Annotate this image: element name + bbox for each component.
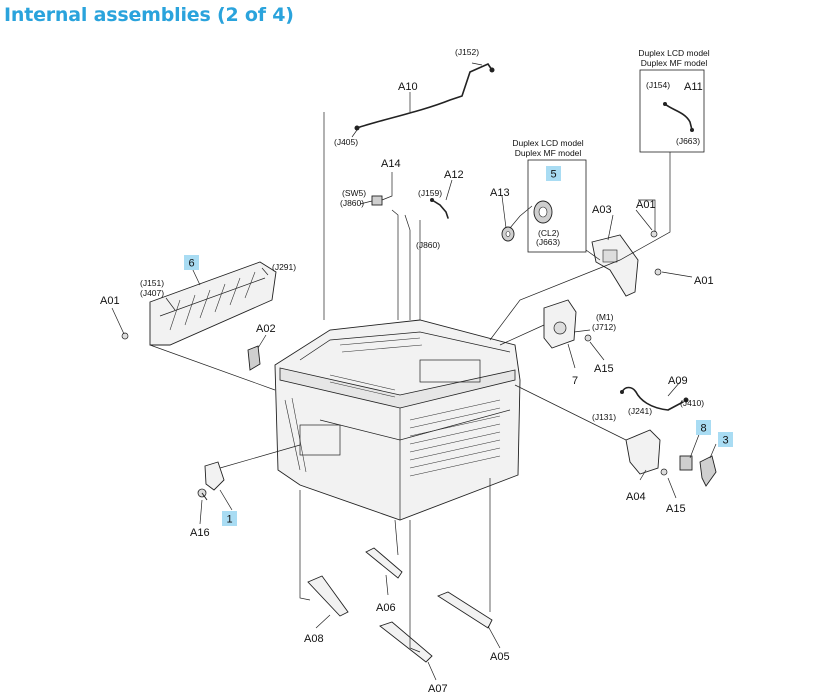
- page-title: Internal assemblies (2 of 4): [4, 4, 294, 26]
- callout-5: 5: [546, 166, 561, 181]
- part-5-clutch: [533, 200, 553, 224]
- svg-text:(J407): (J407): [140, 288, 164, 298]
- svg-text:(J152): (J152): [455, 47, 479, 57]
- label-a02: A02: [256, 323, 276, 335]
- callout-6: 6: [184, 255, 199, 270]
- part-a04-bracket: [625, 429, 661, 475]
- label-a07: A07: [428, 683, 448, 695]
- part-a05-guide: [437, 591, 493, 629]
- main-chassis: [274, 319, 521, 521]
- label-a13: A13: [490, 187, 510, 199]
- label-a11: A11: [684, 81, 703, 93]
- part-a06-rail: [365, 547, 403, 579]
- part-3-lever: [699, 455, 717, 487]
- svg-text:Duplex MF model: Duplex MF model: [515, 148, 582, 158]
- label-a15-motor: A15: [594, 363, 614, 375]
- part-a11-cable: [663, 102, 694, 132]
- svg-text:6: 6: [188, 258, 194, 270]
- part-a08-guide: [307, 575, 349, 617]
- part-a12-cable: [430, 198, 449, 219]
- svg-text:(J663): (J663): [536, 237, 560, 247]
- label-a15-bracket: A15: [666, 503, 686, 515]
- part-a03-bracket: [591, 234, 639, 297]
- svg-text:1: 1: [226, 514, 232, 526]
- svg-text:(J860): (J860): [340, 198, 364, 208]
- svg-text:Duplex MF model: Duplex MF model: [641, 58, 708, 68]
- svg-text:Duplex LCD model: Duplex LCD model: [512, 138, 583, 148]
- part-a07-guide: [379, 621, 433, 663]
- label-a08: A08: [304, 633, 324, 645]
- svg-text:(J712): (J712): [592, 322, 616, 332]
- svg-text:5: 5: [550, 169, 556, 181]
- label-7: 7: [572, 375, 578, 387]
- label-a01-left: A01: [100, 295, 120, 307]
- callout-3: 3: [718, 432, 733, 447]
- svg-text:(J405): (J405): [334, 137, 358, 147]
- part-a09-cable: [620, 386, 689, 411]
- part-labels: A10 A11 A12 A13 A14 A15 A15 A16 A01 A01 …: [100, 81, 714, 695]
- svg-text:(CL2): (CL2): [538, 228, 559, 238]
- label-a06: A06: [376, 602, 396, 614]
- svg-text:(J241): (J241): [628, 406, 652, 416]
- part-8-sensor: [679, 455, 693, 471]
- svg-text:(M1): (M1): [596, 312, 614, 322]
- svg-text:(J154): (J154): [646, 80, 670, 90]
- callout-1: 1: [222, 511, 237, 526]
- part-a13-gear: [501, 226, 515, 242]
- svg-text:(J410): (J410): [680, 398, 704, 408]
- svg-text:(J131): (J131): [592, 412, 616, 422]
- label-a03: A03: [592, 204, 612, 216]
- label-a09: A09: [668, 375, 688, 387]
- svg-text:3: 3: [722, 435, 728, 447]
- svg-text:(J159): (J159): [418, 188, 442, 198]
- label-a01-top: A01: [636, 199, 656, 211]
- svg-text:(J860): (J860): [416, 240, 440, 250]
- part-a16-screw: [197, 488, 208, 501]
- callout-8: 8: [696, 420, 711, 435]
- svg-text:(J151): (J151): [140, 278, 164, 288]
- svg-text:(J663): (J663): [676, 136, 700, 146]
- part-7-motor: [543, 299, 577, 349]
- leader-lines: [111, 62, 717, 681]
- part-a10-cable: [354, 62, 495, 131]
- group-box-duplex-top: [639, 69, 705, 153]
- label-a01-right: A01: [694, 275, 714, 287]
- part-a14-switch: [371, 195, 383, 206]
- svg-text:8: 8: [700, 423, 706, 435]
- connector-labels: (J152) (J405) (J154) (J663) (SW5) (J860)…: [140, 47, 704, 422]
- model-notes: Duplex LCD model Duplex MF model Duplex …: [512, 48, 709, 158]
- label-a04: A04: [626, 491, 646, 503]
- svg-text:(J291): (J291): [272, 262, 296, 272]
- label-a12: A12: [444, 169, 464, 181]
- part-1-link: [204, 461, 225, 491]
- label-a16: A16: [190, 527, 210, 539]
- group-box-duplex-mid: [527, 159, 587, 253]
- label-a14: A14: [381, 158, 401, 170]
- label-a10: A10: [398, 81, 418, 93]
- label-a05: A05: [490, 651, 510, 663]
- svg-text:(SW5): (SW5): [342, 188, 366, 198]
- part-a02-clip: [247, 345, 261, 371]
- screws: [121, 230, 668, 476]
- svg-text:Duplex LCD model: Duplex LCD model: [638, 48, 709, 58]
